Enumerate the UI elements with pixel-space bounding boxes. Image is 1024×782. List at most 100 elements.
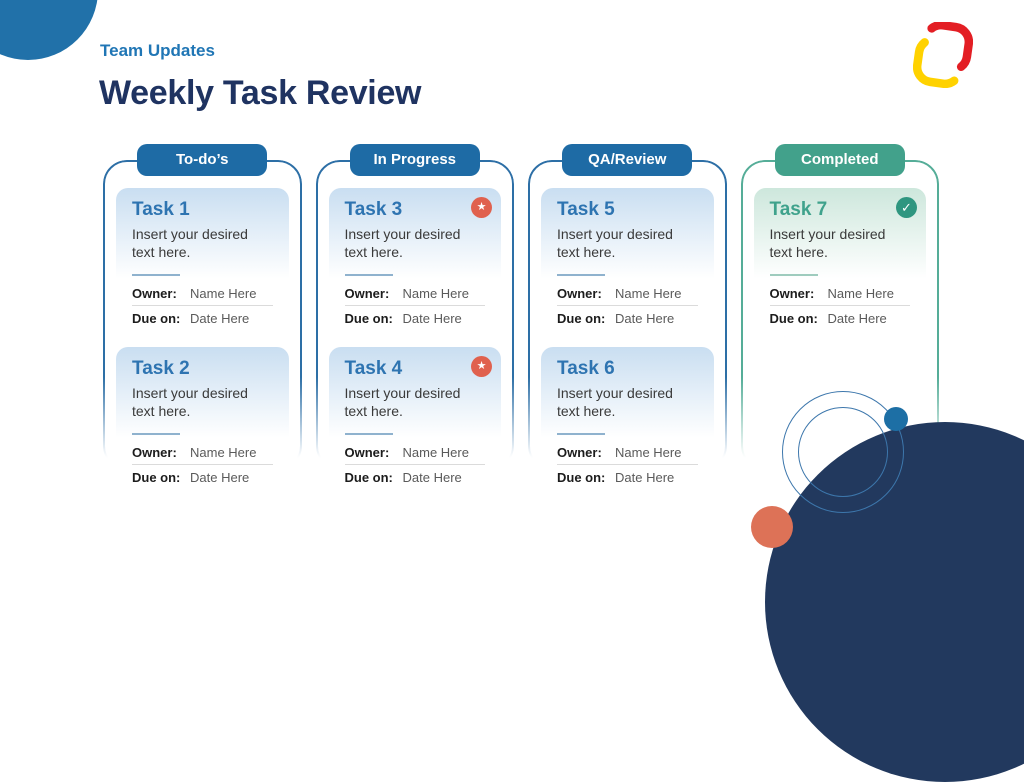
- kanban-column-qa-review: QA/Review Task 5 Insert your desired tex…: [528, 144, 727, 496]
- row-divider: [344, 305, 485, 307]
- task-accent-divider: [557, 274, 605, 277]
- owner-row: Owner: Name Here: [770, 281, 911, 305]
- due-row: Due on: Date Here: [770, 306, 911, 330]
- task-description: Insert your desired text here.: [769, 226, 886, 261]
- task-accent-divider: [132, 274, 180, 277]
- column-cards: Task 5 Insert your desired text here. Ow…: [541, 188, 714, 493]
- due-row: Due on: Date Here: [557, 306, 698, 330]
- due-label: Due on:: [132, 470, 181, 486]
- due-value: Date Here: [402, 470, 462, 486]
- kanban-column-in-progress: In Progress ★ Task 3 Insert your desired…: [315, 144, 514, 496]
- task-card: ✓ Task 7 Insert your desired text here. …: [753, 188, 926, 334]
- check-icon: ✓: [896, 197, 917, 218]
- task-title: Task 4: [344, 358, 403, 379]
- blue-dot-decoration: [884, 407, 908, 431]
- due-row: Due on: Date Here: [557, 465, 698, 489]
- logo-yellow-swoosh: [913, 34, 967, 88]
- ring-decoration-inner: [798, 407, 888, 497]
- due-label: Due on:: [132, 311, 181, 327]
- task-description: Insert your desired text here.: [557, 385, 673, 420]
- due-label: Due on:: [557, 311, 606, 327]
- corner-circle-decoration: [0, 0, 98, 60]
- task-title: Task 3: [344, 199, 403, 220]
- task-title: Task 7: [769, 199, 828, 220]
- task-description: Insert your desired text here.: [132, 226, 248, 261]
- task-title: Task 6: [557, 358, 615, 379]
- owner-value: Name Here: [615, 445, 682, 461]
- owner-label: Owner:: [132, 286, 177, 302]
- column-header-pill: Completed: [774, 144, 905, 176]
- owner-value: Name Here: [190, 286, 257, 302]
- task-description: Insert your desired text here.: [132, 385, 248, 420]
- due-value: Date Here: [615, 311, 675, 327]
- due-label: Due on:: [557, 470, 606, 486]
- owner-label: Owner:: [132, 445, 177, 461]
- owner-row: Owner: Name Here: [132, 281, 273, 305]
- task-card: Task 6 Insert your desired text here. Ow…: [541, 347, 714, 493]
- owner-row: Owner: Name Here: [345, 281, 486, 305]
- task-accent-divider: [344, 274, 393, 277]
- owner-label: Owner:: [557, 286, 602, 302]
- brand-logo: [913, 22, 973, 88]
- owner-label: Owner:: [557, 445, 602, 461]
- task-card: Task 2 Insert your desired text here. Ow…: [116, 347, 289, 493]
- owner-row: Owner: Name Here: [132, 440, 273, 464]
- task-accent-divider: [132, 433, 180, 436]
- row-divider: [557, 464, 698, 466]
- due-value: Date Here: [190, 311, 250, 327]
- page-title: Weekly Task Review: [99, 74, 422, 112]
- due-label: Due on:: [769, 311, 818, 327]
- column-cards: Task 1 Insert your desired text here. Ow…: [116, 188, 289, 493]
- star-icon: ★: [471, 356, 492, 377]
- task-card: Task 5 Insert your desired text here. Ow…: [541, 188, 714, 334]
- orange-dot-decoration: [751, 506, 793, 548]
- task-description: Insert your desired text here.: [344, 226, 461, 261]
- due-row: Due on: Date Here: [132, 465, 273, 489]
- ring-decoration-outer: [782, 391, 904, 513]
- task-card: Task 1 Insert your desired text here. Ow…: [116, 188, 289, 334]
- owner-label: Owner:: [344, 286, 390, 302]
- task-accent-divider: [344, 433, 393, 436]
- task-title: Task 2: [132, 358, 190, 379]
- task-description: Insert your desired text here.: [557, 226, 673, 261]
- owner-row: Owner: Name Here: [557, 281, 698, 305]
- owner-row: Owner: Name Here: [345, 440, 486, 464]
- due-value: Date Here: [190, 470, 250, 486]
- owner-label: Owner:: [769, 286, 815, 302]
- column-header-pill: In Progress: [349, 144, 480, 176]
- column-header-pill: QA/Review: [562, 144, 693, 176]
- row-divider: [132, 305, 273, 307]
- task-card: ★ Task 3 Insert your desired text here. …: [328, 188, 501, 334]
- task-accent-divider: [769, 274, 818, 277]
- due-value: Date Here: [402, 311, 462, 327]
- column-header-pill: To-do’s: [137, 144, 268, 176]
- task-card: ★ Task 4 Insert your desired text here. …: [328, 347, 501, 493]
- row-divider: [557, 305, 698, 307]
- owner-label: Owner:: [344, 445, 390, 461]
- owner-value: Name Here: [190, 445, 257, 461]
- due-value: Date Here: [615, 470, 675, 486]
- slide-eyebrow: Team Updates: [100, 41, 215, 60]
- row-divider: [132, 464, 273, 466]
- star-icon: ★: [471, 197, 492, 218]
- logo-red-swoosh: [919, 22, 973, 75]
- due-label: Due on:: [344, 470, 393, 486]
- due-row: Due on: Date Here: [132, 306, 273, 330]
- task-title: Task 5: [557, 199, 615, 220]
- column-cards: ✓ Task 7 Insert your desired text here. …: [753, 188, 926, 334]
- row-divider: [769, 305, 910, 307]
- owner-value: Name Here: [402, 286, 469, 302]
- owner-value: Name Here: [402, 445, 469, 461]
- due-row: Due on: Date Here: [345, 465, 486, 489]
- due-label: Due on:: [344, 311, 393, 327]
- due-value: Date Here: [827, 311, 887, 327]
- task-description: Insert your desired text here.: [344, 385, 461, 420]
- due-row: Due on: Date Here: [345, 306, 486, 330]
- column-cards: ★ Task 3 Insert your desired text here. …: [328, 188, 501, 493]
- task-title: Task 1: [132, 199, 190, 220]
- task-accent-divider: [557, 433, 605, 436]
- kanban-column-to-do-s: To-do’s Task 1 Insert your desired text …: [103, 144, 302, 496]
- row-divider: [344, 464, 485, 466]
- owner-value: Name Here: [827, 286, 894, 302]
